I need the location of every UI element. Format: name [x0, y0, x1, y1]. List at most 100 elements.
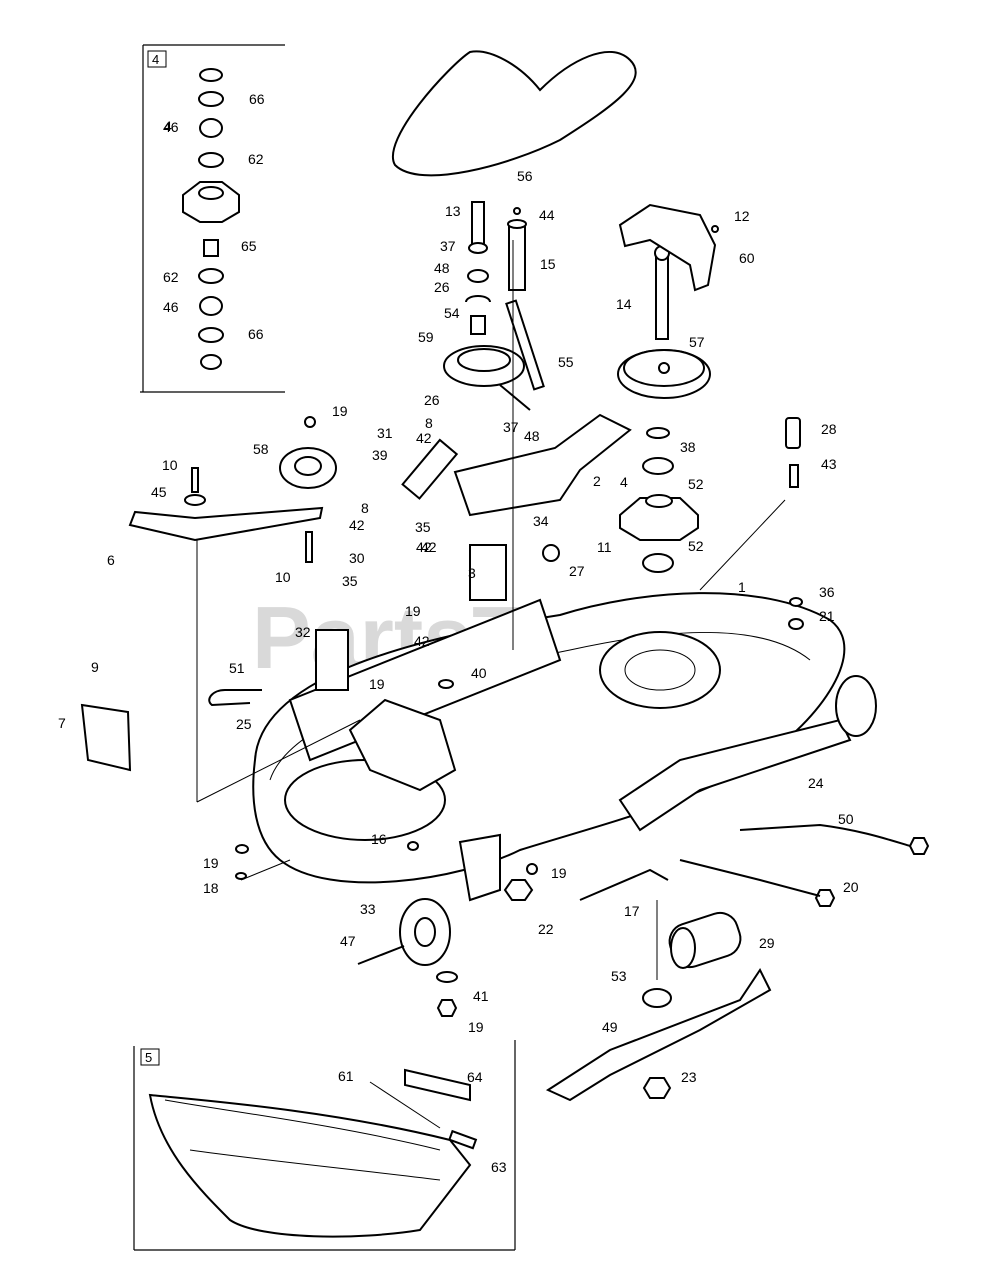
callout-26: 26 — [424, 392, 440, 408]
callout-29: 29 — [759, 935, 775, 951]
callout-52: 52 — [688, 476, 704, 492]
callout-41: 41 — [473, 988, 489, 1004]
callout-19: 19 — [468, 1019, 484, 1035]
callout-43: 43 — [821, 456, 837, 472]
callout-46: 46 — [163, 119, 179, 135]
callout-19: 19 — [203, 855, 219, 871]
blade-49 — [545, 968, 772, 1102]
callout-28: 28 — [821, 421, 837, 437]
callout-53: 53 — [611, 968, 627, 984]
callout-36: 36 — [819, 584, 835, 600]
shield-7 — [80, 703, 132, 772]
callout-13: 13 — [445, 203, 461, 219]
pulley-58-arm-6 — [128, 416, 337, 563]
callout-25: 25 — [236, 716, 252, 732]
idler-pulley-stack — [443, 201, 545, 411]
callout-3: 3 — [468, 565, 476, 581]
callout-54: 54 — [444, 305, 460, 321]
callout-20: 20 — [843, 879, 859, 895]
callout-4: 4 — [164, 118, 172, 134]
callout-38: 38 — [680, 439, 696, 455]
callout-55: 55 — [558, 354, 574, 370]
callout-24: 24 — [808, 775, 824, 791]
callout-1: 1 — [738, 579, 746, 595]
callout-40: 40 — [471, 665, 487, 681]
callout-60: 60 — [739, 250, 755, 266]
callout-42: 42 — [416, 539, 432, 555]
callout-42: 42 — [349, 517, 365, 533]
gauge-wheel-33 — [357, 898, 451, 966]
inset-5-discharge-chute: 5 — [133, 1040, 516, 1251]
blade-spacer-29 — [668, 911, 742, 969]
spring-31 — [401, 438, 459, 500]
callout-2: 2 — [593, 473, 601, 489]
callout-11: 11 — [597, 539, 612, 555]
callout-26: 26 — [434, 279, 450, 295]
callout-45: 45 — [151, 484, 167, 500]
callout-56: 56 — [517, 168, 533, 184]
callout-35: 35 — [342, 573, 358, 589]
callout-23: 23 — [681, 1069, 697, 1085]
callout-18: 18 — [203, 880, 219, 896]
callout-37: 37 — [503, 419, 519, 435]
callout-66: 66 — [248, 326, 264, 342]
inset-4-spindle: 4 — [140, 44, 285, 393]
rod-50 — [739, 823, 911, 847]
callout-62: 62 — [163, 269, 179, 285]
callout-8: 8 — [361, 500, 369, 516]
callout-16: 16 — [371, 831, 387, 847]
small-hardware — [235, 597, 930, 1017]
callout-22: 22 — [538, 921, 554, 937]
callout-21: 21 — [819, 608, 835, 624]
callout-10: 10 — [162, 457, 178, 473]
callout-66: 66 — [249, 91, 265, 107]
nut-23 — [642, 1077, 672, 1099]
leader-guides — [196, 240, 786, 980]
callout-37: 37 — [440, 238, 456, 254]
callout-42: 42 — [416, 430, 432, 446]
callout-61: 61 — [338, 1068, 354, 1084]
callout-52: 52 — [688, 538, 704, 554]
callout-47: 47 — [340, 933, 356, 949]
callout-19: 19 — [551, 865, 567, 881]
callout-6: 6 — [107, 552, 115, 568]
callout-46: 46 — [163, 299, 179, 315]
inset-4-tag — [147, 50, 167, 68]
callout-49: 49 — [602, 1019, 618, 1035]
callout-50: 50 — [838, 811, 854, 827]
idler-arm-2 — [453, 413, 632, 517]
callout-33: 33 — [360, 901, 376, 917]
inset-5-label: 5 — [145, 1050, 152, 1065]
callout-31: 31 — [377, 425, 393, 441]
callout-65: 65 — [241, 238, 257, 254]
callout-14: 14 — [616, 296, 632, 312]
rod-20 — [679, 859, 821, 897]
washer-53 — [642, 988, 672, 1008]
callout-42: 42 — [421, 539, 437, 555]
callout-44: 44 — [539, 207, 555, 223]
callout-27: 27 — [569, 563, 585, 579]
mandrel-pulley-57 — [617, 203, 719, 399]
inset-4-label: 4 — [152, 52, 159, 67]
callout-48: 48 — [524, 428, 540, 444]
callout-62: 62 — [248, 151, 264, 167]
callout-12: 12 — [734, 208, 750, 224]
mower-deck-housing — [252, 544, 877, 902]
callout-57: 57 — [689, 334, 705, 350]
callout-30: 30 — [349, 550, 365, 566]
callout-39: 39 — [372, 447, 388, 463]
callout-35: 35 — [415, 519, 431, 535]
rod-17 — [579, 868, 669, 901]
callout-17: 17 — [624, 903, 640, 919]
spindle-right — [619, 417, 801, 573]
callout-4: 4 — [620, 474, 628, 490]
callout-19: 19 — [405, 603, 421, 619]
callout-15: 15 — [540, 256, 556, 272]
callout-19: 19 — [332, 403, 348, 419]
callout-8: 8 — [425, 415, 433, 431]
callout-59: 59 — [418, 329, 434, 345]
callout-10: 10 — [275, 569, 291, 585]
callout-7: 7 — [58, 715, 66, 731]
callout-58: 58 — [253, 441, 269, 457]
